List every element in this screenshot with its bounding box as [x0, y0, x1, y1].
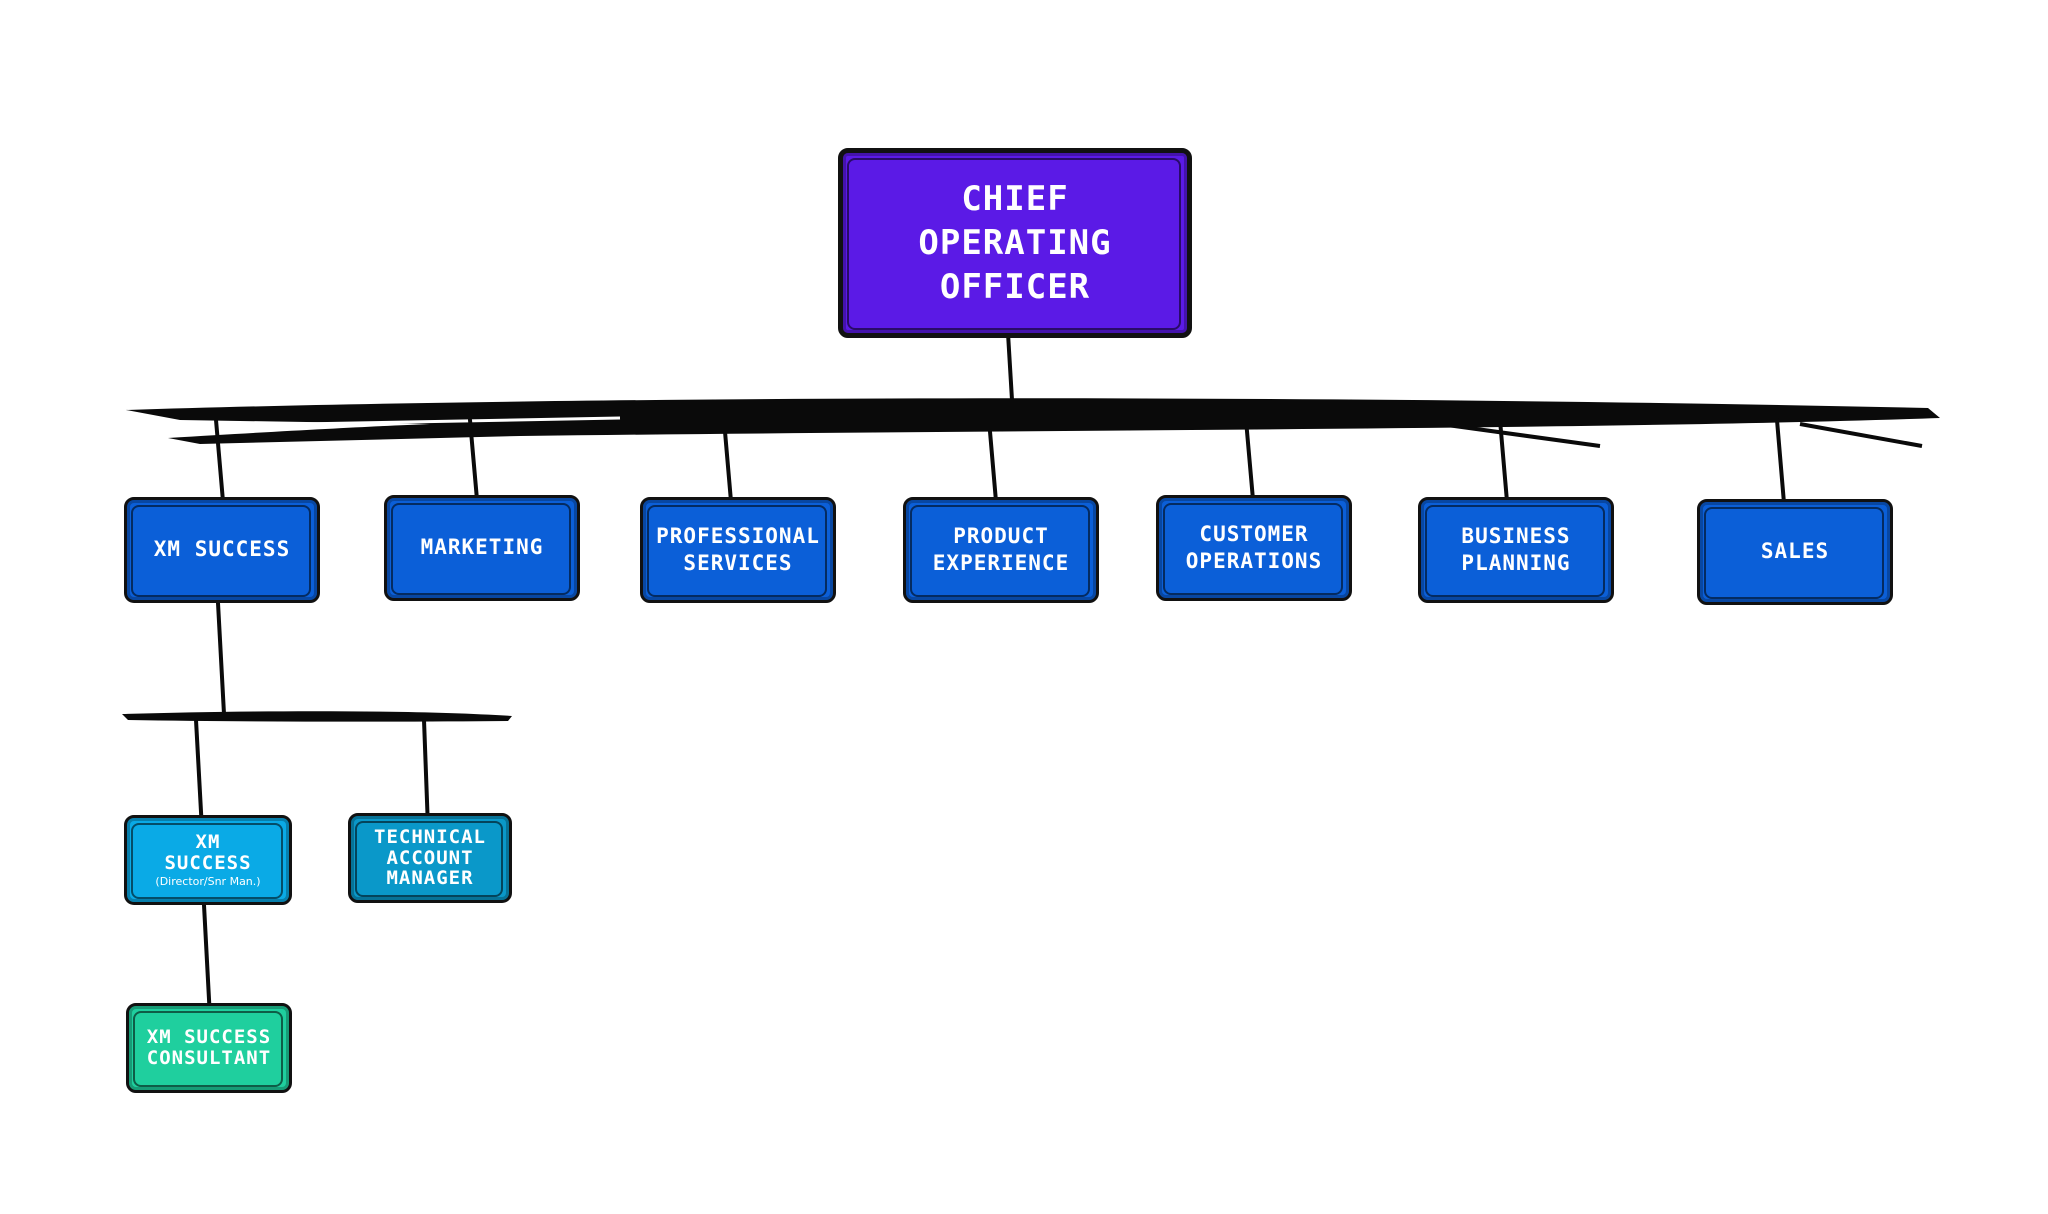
node-sublabel: (Director/Snr Man.): [155, 874, 261, 888]
connector-line: [194, 718, 204, 832]
node-label-line: OPERATING: [918, 222, 1112, 263]
node-label-line: XM SUCCESS: [146, 1026, 272, 1049]
node-label-line: PROFESSIONAL: [656, 523, 820, 548]
node-professional-services: PROFESSIONAL SERVICES: [640, 497, 836, 603]
node-label-line: ACCOUNT: [386, 846, 474, 869]
node-marketing: MARKETING: [384, 495, 580, 601]
node-label-line: MARKETING: [420, 535, 544, 560]
node-label-line: MANAGER: [386, 867, 474, 890]
node-label-line: XM: [195, 831, 221, 854]
node-label-line: SERVICES: [683, 551, 793, 575]
connector-line: [216, 601, 226, 716]
sub-connector-bar: [122, 711, 512, 722]
node-label-line: CHIEF: [961, 178, 1069, 219]
node-label-line: BUSINESS: [1461, 523, 1571, 548]
bar-highlight: [299, 416, 621, 426]
main-connector-bar: [126, 398, 1940, 444]
node-product-experience: PRODUCT EXPERIENCE: [903, 497, 1099, 603]
node-customer-operations: CUSTOMER OPERATIONS: [1156, 495, 1352, 601]
connector-line: [202, 903, 212, 1020]
node-label-line: OPERATIONS: [1185, 549, 1323, 573]
node-label-line: PLANNING: [1461, 551, 1571, 575]
node-label-line: TECHNICAL: [374, 825, 486, 848]
node-label-line: OFFICER: [939, 267, 1091, 308]
node-label-line: PRODUCT: [953, 523, 1049, 548]
node-business-planning: BUSINESS PLANNING: [1418, 497, 1614, 603]
node-label-line: CUSTOMER: [1199, 521, 1309, 546]
node-sales: SALES: [1697, 499, 1893, 605]
node-label-line: SUCCESS: [164, 851, 252, 874]
connector-line: [422, 718, 430, 830]
bar-stroke-tail: [1439, 422, 1601, 448]
node-label-line: SALES: [1760, 539, 1830, 564]
bar-stroke-tail: [1799, 422, 1923, 448]
node-label-line: EXPERIENCE: [932, 551, 1070, 575]
node-label-line: XM SUCCESS: [153, 537, 291, 562]
node-xm-success: XM SUCCESS: [124, 497, 320, 603]
node-label-line: CONSULTANT: [146, 1047, 272, 1069]
